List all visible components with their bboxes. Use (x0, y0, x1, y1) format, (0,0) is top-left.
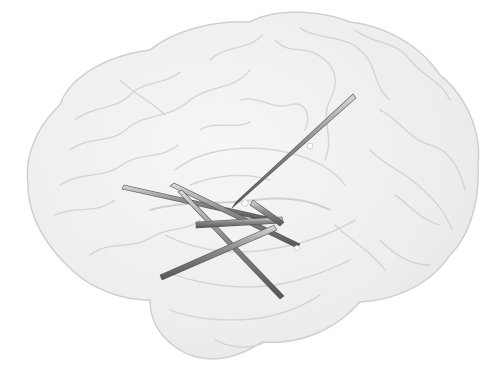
cortex-surface (27, 12, 478, 359)
electrode-tip (242, 200, 248, 206)
electrode-tip (307, 143, 313, 149)
electrode-tip (294, 245, 299, 250)
